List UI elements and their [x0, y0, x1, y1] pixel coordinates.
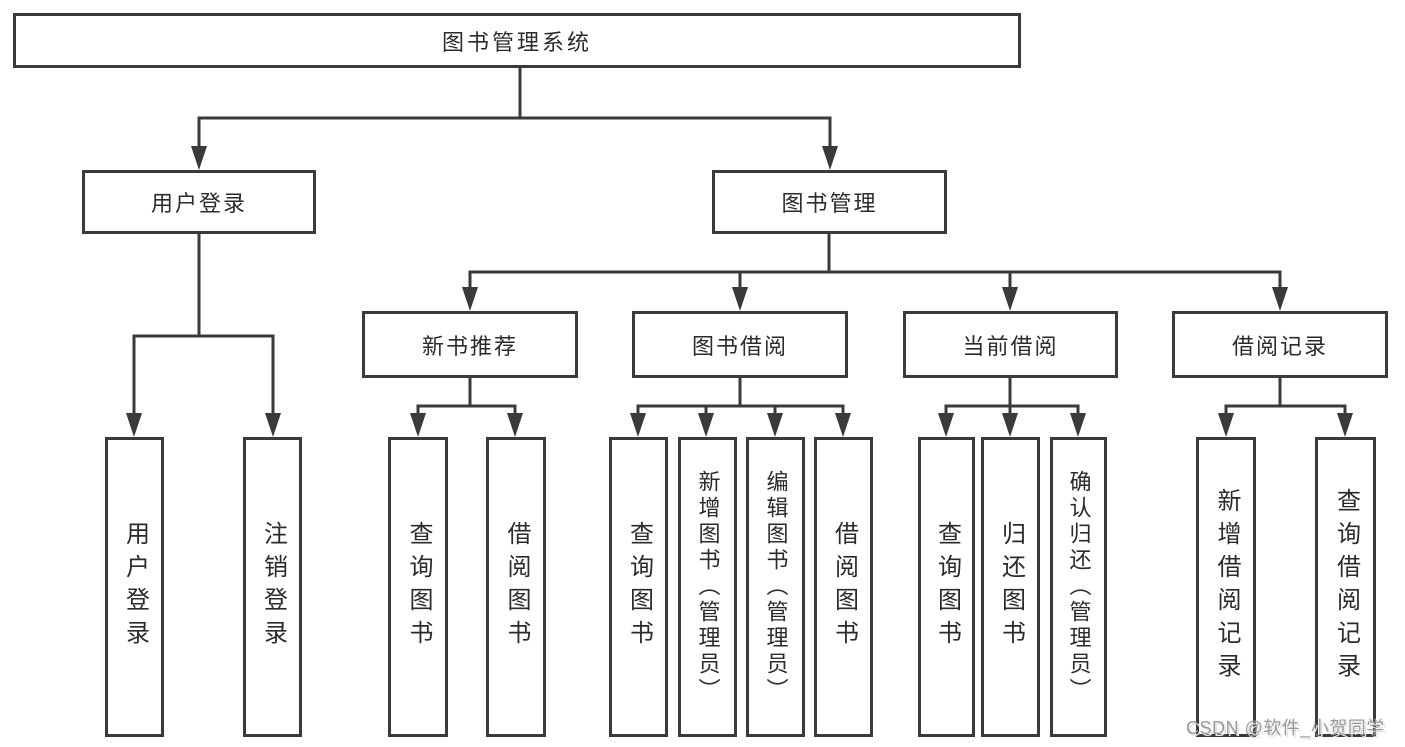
leaf-add-borrow-record: 新增借阅记录	[1196, 437, 1256, 737]
leaf-borrow-books-recommend: 借阅图书	[486, 437, 546, 737]
leaf-add-book-admin: 新增图书（管理员）	[678, 437, 737, 737]
leaf-borrow-books-borrowing: 借阅图书	[814, 437, 873, 737]
leaf-confirm-return-admin: 确认归还（管理员）	[1050, 437, 1107, 737]
leaf-user-login: 用户登录	[105, 437, 164, 737]
node-new-book-recommend: 新书推荐	[362, 311, 578, 378]
node-current-borrowing: 当前借阅	[903, 311, 1118, 378]
node-user-login: 用户登录	[82, 170, 316, 234]
leaf-query-books-borrowing: 查询图书	[609, 437, 668, 737]
leaf-query-borrow-record: 查询借阅记录	[1315, 437, 1376, 737]
leaf-query-books-current: 查询图书	[918, 437, 975, 737]
node-book-management: 图书管理	[712, 170, 947, 234]
leaf-return-books: 归还图书	[981, 437, 1040, 737]
leaf-query-books-recommend: 查询图书	[388, 437, 448, 737]
leaf-edit-book-admin: 编辑图书（管理员）	[746, 437, 805, 737]
leaf-logout: 注销登录	[243, 437, 302, 737]
node-library-management-system: 图书管理系统	[13, 13, 1021, 68]
node-book-borrowing: 图书借阅	[632, 311, 848, 378]
node-borrow-records: 借阅记录	[1172, 311, 1388, 378]
csdn-watermark: CSDN @软件_小贺同学	[1186, 718, 1385, 738]
